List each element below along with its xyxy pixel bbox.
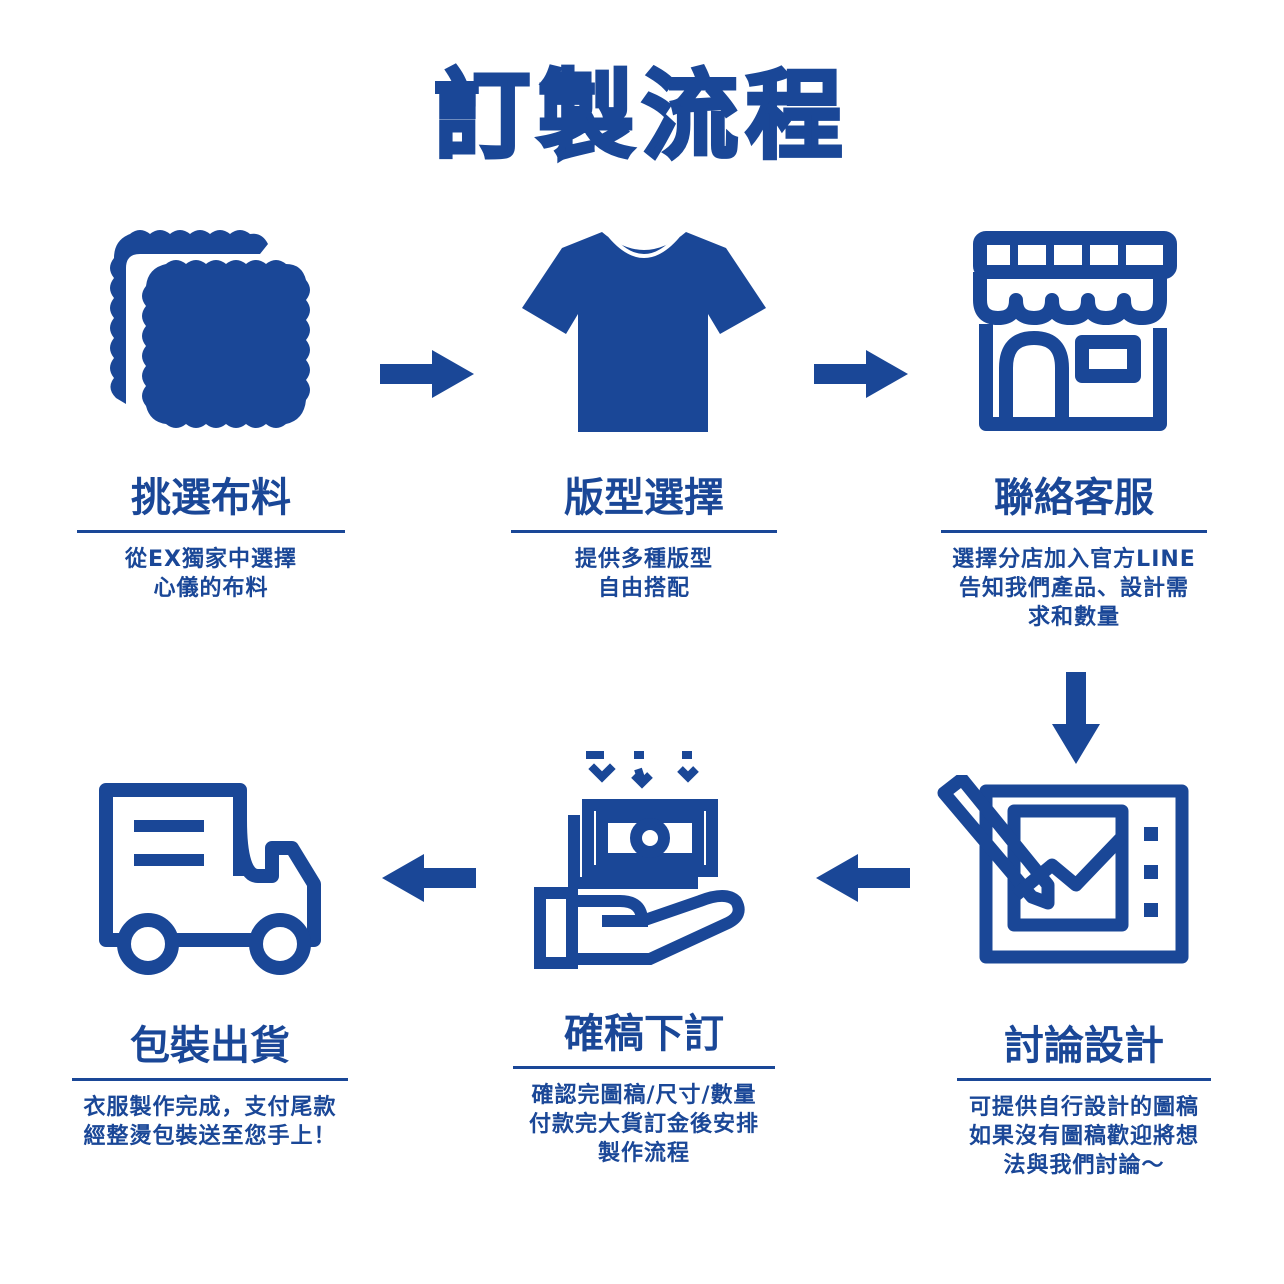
divider: [957, 1078, 1211, 1081]
step-title: 討論設計: [1004, 1023, 1164, 1069]
payment-hand-icon: [534, 751, 745, 969]
step-description: 確認完圖稿/尺寸/數量 付款完大貨訂金後安排 製作流程: [528, 1083, 759, 1166]
step-title: 挑選布料: [131, 475, 291, 521]
divider: [72, 1078, 348, 1081]
drawing-tablet-icon: [937, 775, 1189, 964]
step-confirm-order: 確稿下訂 確認完圖稿/尺寸/數量 付款完大貨訂金後安排 製作流程: [512, 1012, 776, 1168]
step-description: 衣服製作完成，支付尾款 經整燙包裝送至您手上！: [83, 1095, 337, 1149]
divider: [941, 530, 1207, 533]
step-description: 從EX獨家中選擇 心儀的布料: [125, 547, 297, 601]
divider: [511, 530, 777, 533]
step-contact-service: 聯絡客服 選擇分店加入官方LINE 告知我們產品、設計需 求和數量: [940, 476, 1208, 632]
step-description: 選擇分店加入官方LINE 告知我們產品、設計需 求和數量: [952, 547, 1196, 630]
step-title: 聯絡客服: [994, 475, 1154, 521]
step-select-fabric: 挑選布料 從EX獨家中選擇 心儀的布料: [76, 476, 346, 603]
step-discuss-design: 討論設計 可提供自行設計的圖稿 如果沒有圖稿歡迎將想 法與我們討論～: [956, 1024, 1212, 1180]
arrow-left-icon: [816, 854, 910, 902]
step-title: 版型選擇: [564, 475, 724, 521]
step-title: 確稿下訂: [564, 1011, 724, 1057]
divider: [513, 1066, 775, 1069]
arrow-right-icon: [380, 350, 474, 398]
fabric-swatch-icon: [110, 230, 310, 428]
arrow-down-icon: [1052, 672, 1100, 764]
step-description: 可提供自行設計的圖稿 如果沒有圖稿歡迎將想 法與我們討論～: [968, 1095, 1199, 1178]
step-select-pattern: 版型選擇 提供多種版型 自由搭配: [510, 476, 778, 603]
storefront-icon: [973, 231, 1177, 431]
step-package-ship: 包裝出貨 衣服製作完成，支付尾款 經整燙包裝送至您手上！: [70, 1024, 350, 1151]
delivery-truck-icon: [99, 783, 321, 975]
arrow-right-icon: [814, 350, 908, 398]
step-description: 提供多種版型 自由搭配: [574, 547, 713, 601]
arrow-left-icon: [382, 854, 476, 902]
step-title: 包裝出貨: [130, 1023, 290, 1069]
page-title: 訂製流程: [432, 58, 850, 174]
divider: [77, 530, 345, 533]
tshirt-icon: [522, 232, 766, 432]
